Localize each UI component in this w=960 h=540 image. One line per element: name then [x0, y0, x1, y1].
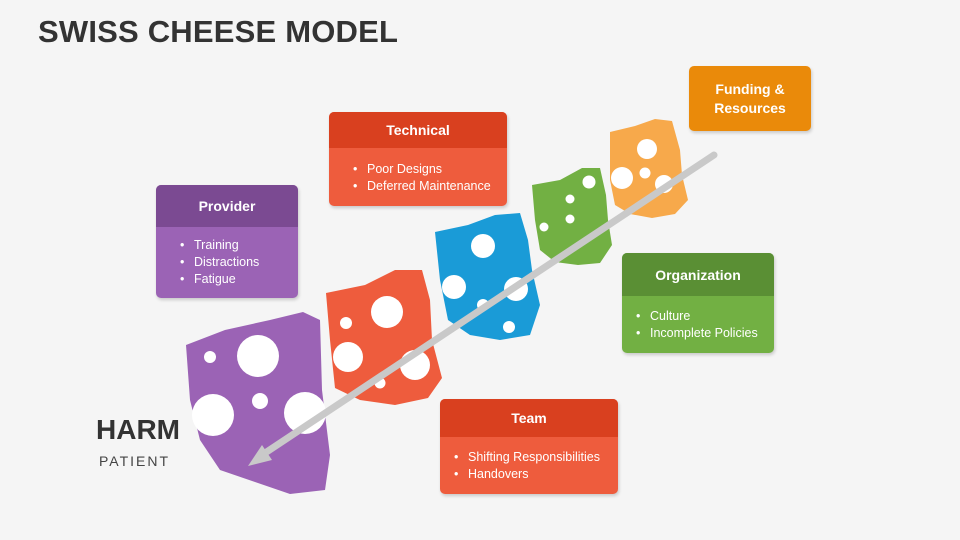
cheese-slice-yellow	[610, 119, 688, 218]
organization-card-title: Organization	[622, 253, 774, 296]
list-item: Poor Designs	[353, 161, 507, 178]
organization-card: Organization Culture Incomplete Policies	[622, 253, 774, 353]
harm-trajectory-arrow	[248, 151, 718, 466]
page-title: SWISS CHEESE MODEL	[38, 14, 399, 49]
list-item: Fatigue	[180, 271, 298, 288]
team-card-title: Team	[440, 399, 618, 437]
cheese-slice-orange	[326, 270, 442, 405]
list-item: Culture	[636, 308, 774, 325]
technical-card-title: Technical	[329, 112, 507, 148]
technical-card-list: Poor Designs Deferred Maintenance	[329, 148, 507, 195]
team-card-list: Shifting Responsibilities Handovers	[440, 437, 618, 483]
cheese-slice-purple	[186, 312, 330, 494]
organization-card-list: Culture Incomplete Policies	[622, 296, 774, 342]
team-card: Team Shifting Responsibilities Handovers	[440, 399, 618, 494]
provider-card-title: Provider	[156, 185, 298, 227]
list-item: Deferred Maintenance	[353, 178, 507, 195]
provider-card: Provider Training Distractions Fatigue	[156, 185, 298, 298]
patient-label: PATIENT	[99, 453, 171, 469]
list-item: Incomplete Policies	[636, 325, 774, 342]
harm-label: HARM	[96, 414, 180, 445]
provider-card-list: Training Distractions Fatigue	[156, 227, 298, 288]
cheese-slice-green	[532, 168, 612, 265]
funding-resources-card: Funding & Resources	[689, 66, 811, 131]
list-item: Shifting Responsibilities	[454, 449, 618, 466]
list-item: Handovers	[454, 466, 618, 483]
list-item: Distractions	[180, 254, 298, 271]
technical-card: Technical Poor Designs Deferred Maintena…	[329, 112, 507, 206]
list-item: Training	[180, 237, 298, 254]
cheese-slice-blue	[435, 213, 540, 340]
